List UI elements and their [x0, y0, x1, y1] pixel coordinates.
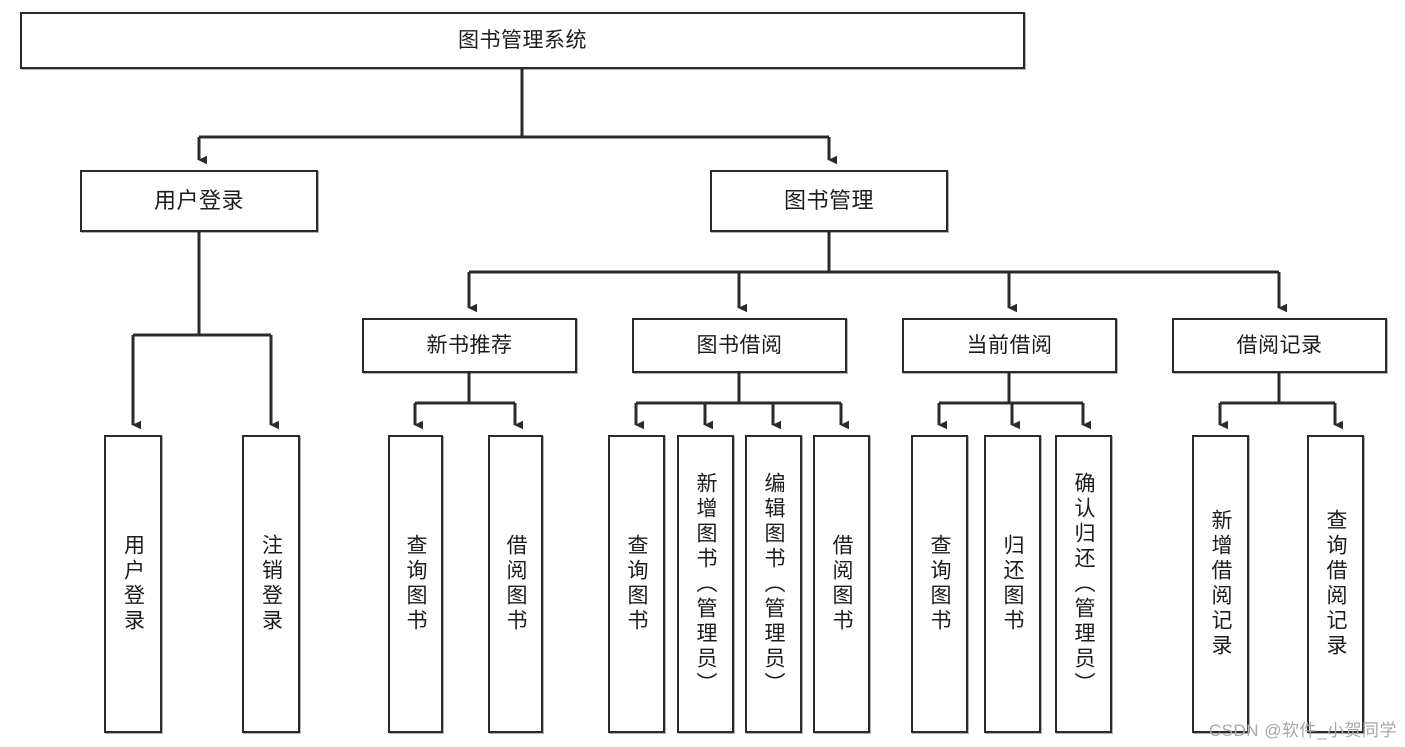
node-borrow-record-label: 借阅记录: [1236, 333, 1323, 357]
node-user-logout-label: 注销登录: [259, 534, 283, 634]
node-recommend-query-book-label: 查询图书: [404, 534, 427, 634]
node-borrow-record[interactable]: 借阅记录: [1172, 318, 1387, 373]
node-current-return-book[interactable]: 归还图书: [984, 435, 1041, 733]
node-current-return-book-label: 归还图书: [1001, 534, 1024, 634]
node-new-book-recommend-label: 新书推荐: [426, 333, 513, 357]
node-record-add-label: 新增借阅记录: [1209, 509, 1232, 659]
node-user-login-do[interactable]: 用户登录: [104, 435, 162, 733]
node-book-borrow[interactable]: 图书借阅: [632, 318, 847, 373]
node-recommend-query-book[interactable]: 查询图书: [388, 435, 443, 733]
node-record-query[interactable]: 查询借阅记录: [1307, 435, 1364, 733]
node-borrow-add-book-label: 新增图书（管理员）: [694, 471, 717, 697]
watermark-text: CSDN @软件_小贺同学: [1208, 721, 1397, 740]
node-user-logout[interactable]: 注销登录: [242, 435, 300, 733]
node-borrow-edit-book-label: 编辑图书（管理员）: [762, 471, 785, 697]
node-borrow-query-book-label: 查询图书: [625, 534, 648, 634]
node-book-management[interactable]: 图书管理: [710, 170, 948, 232]
node-user-login-do-label: 用户登录: [121, 534, 145, 634]
node-borrow-borrow-book[interactable]: 借阅图书: [813, 435, 870, 733]
node-borrow-edit-book[interactable]: 编辑图书（管理员）: [745, 435, 802, 733]
node-recommend-borrow-book[interactable]: 借阅图书: [488, 435, 543, 733]
node-root[interactable]: 图书管理系统: [20, 12, 1025, 69]
node-record-add[interactable]: 新增借阅记录: [1192, 435, 1249, 733]
node-current-confirm-return-label: 确认归还（管理员）: [1072, 471, 1095, 697]
node-current-borrow-label: 当前借阅: [966, 333, 1053, 357]
node-current-confirm-return[interactable]: 确认归还（管理员）: [1055, 435, 1112, 733]
node-user-login[interactable]: 用户登录: [80, 170, 318, 232]
node-new-book-recommend[interactable]: 新书推荐: [362, 318, 577, 373]
node-borrow-add-book[interactable]: 新增图书（管理员）: [677, 435, 734, 733]
node-root-label: 图书管理系统: [458, 28, 587, 52]
node-recommend-borrow-book-label: 借阅图书: [504, 534, 527, 634]
node-borrow-query-book[interactable]: 查询图书: [608, 435, 665, 733]
node-borrow-borrow-book-label: 借阅图书: [830, 534, 853, 634]
node-record-query-label: 查询借阅记录: [1324, 509, 1347, 659]
node-user-login-label: 用户登录: [153, 187, 244, 213]
node-current-borrow[interactable]: 当前借阅: [902, 318, 1117, 373]
node-current-query-book-label: 查询图书: [928, 534, 951, 634]
node-book-management-label: 图书管理: [783, 187, 874, 213]
node-book-borrow-label: 图书借阅: [696, 333, 783, 357]
node-current-query-book[interactable]: 查询图书: [911, 435, 968, 733]
